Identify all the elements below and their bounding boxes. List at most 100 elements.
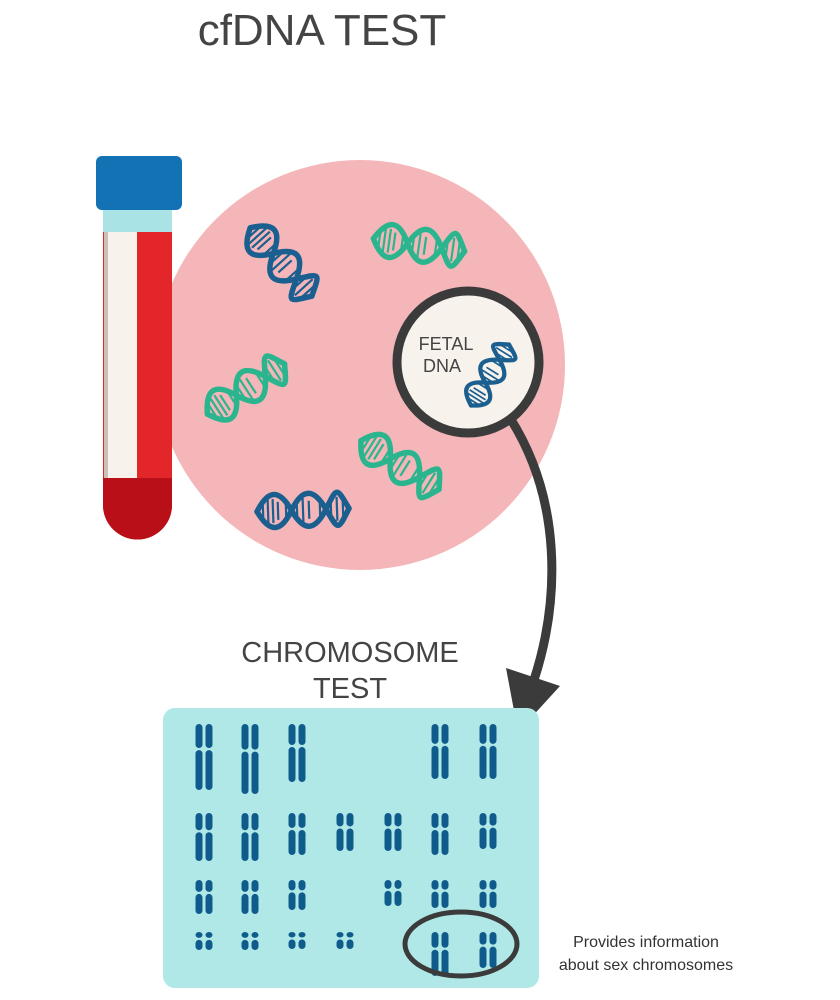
chromosome-icon — [346, 813, 354, 827]
chromosome-icon — [241, 724, 249, 750]
chromosome-icon — [441, 949, 449, 976]
chromosome-icon — [205, 939, 213, 950]
fetal-dna-label-line2: DNA — [423, 356, 461, 376]
chromosome-icon — [489, 827, 497, 849]
chromosome-icon — [431, 829, 439, 855]
chromosome-icon — [195, 932, 203, 938]
chromosome-icon — [431, 745, 439, 779]
chromosome-icon — [195, 724, 203, 749]
chromosome-icon — [346, 828, 354, 851]
chromosome-icon — [431, 724, 439, 744]
blood-tube-icon — [96, 156, 182, 540]
chromosome-icon — [346, 939, 354, 949]
chromosome-icon — [251, 724, 259, 750]
chromosome-icon — [489, 880, 497, 890]
chromosome-icon — [241, 880, 249, 892]
chromosome-icon — [288, 939, 296, 949]
chromosome-icon — [251, 880, 259, 892]
chromosome-icon — [288, 724, 296, 746]
chromosome-icon — [346, 932, 354, 938]
chromosome-icon — [431, 880, 439, 890]
chromosome-icon — [298, 829, 306, 855]
chromosome-icon — [205, 880, 213, 892]
chromosome-icon — [251, 939, 259, 950]
chromosome-icon — [394, 880, 402, 889]
chromosome-icon — [205, 813, 213, 831]
chromosome-icon — [298, 813, 306, 828]
chromosome-icon — [479, 946, 487, 968]
chromosome-icon — [288, 892, 296, 910]
page-title: cfDNA TEST — [198, 6, 447, 55]
chromosome-icon — [241, 893, 249, 914]
chromosome-icon — [195, 880, 203, 892]
chromosome-icon — [336, 828, 344, 851]
chromosome-icon — [205, 750, 213, 790]
chromosome-icon — [394, 813, 402, 827]
chromosome-icon — [479, 813, 487, 826]
chromosome-icon — [241, 932, 249, 938]
chromosome-icon — [251, 832, 259, 861]
chromosome-icon — [384, 813, 392, 827]
plasma-circle — [155, 160, 565, 570]
sex-chromosome-note-line2: about sex chromosomes — [559, 957, 733, 974]
chromosome-icon — [384, 890, 392, 906]
chromosome-icon — [394, 828, 402, 851]
chromosome-icon — [479, 827, 487, 849]
chromosome-icon — [205, 893, 213, 914]
magnifier-icon: FETAL DNA — [392, 286, 544, 438]
chromosome-icon — [431, 813, 439, 828]
chromosome-icon — [441, 829, 449, 855]
chromosome-icon — [489, 946, 497, 968]
chromosome-icon — [441, 745, 449, 779]
chromosome-icon — [298, 892, 306, 910]
chromosome-icon — [241, 751, 249, 794]
chromosome-icon — [205, 832, 213, 861]
chromosome-icon — [489, 724, 497, 744]
sex-chromosomes-highlight — [402, 909, 520, 979]
chromosome-icon — [241, 813, 249, 831]
chromosome-icon — [431, 932, 439, 948]
chromosome-icon — [384, 880, 392, 889]
chromosome-icon — [251, 813, 259, 831]
chromosome-icon — [489, 745, 497, 779]
chromosome-icon — [479, 745, 487, 779]
chromosome-icon — [479, 891, 487, 908]
chromosome-icon — [336, 813, 344, 827]
sex-chromosome-note-line1: Provides information — [573, 934, 719, 951]
chromosome-set — [195, 724, 497, 976]
chromosome-icon — [441, 932, 449, 948]
chromosome-icon — [195, 939, 203, 950]
chromosome-icon — [336, 939, 344, 949]
chromosome-icon — [251, 893, 259, 914]
chromosome-icon — [298, 724, 306, 746]
chromosome-icon — [288, 932, 296, 938]
chromosome-icon — [195, 893, 203, 914]
chromosome-icon — [441, 891, 449, 908]
fetal-dna-label-line1: FETAL — [419, 334, 474, 354]
chromosome-icon — [241, 832, 249, 861]
chromosome-icon — [288, 747, 296, 782]
chromosome-icon — [251, 932, 259, 938]
chromosome-icon — [288, 880, 296, 891]
chromosome-icon — [195, 832, 203, 861]
chromosome-icon — [205, 932, 213, 938]
chromosome-icon — [288, 813, 296, 828]
chromosome-icon — [298, 932, 306, 938]
chromosome-icon — [195, 750, 203, 790]
chromosome-icon — [441, 724, 449, 744]
chromosome-icon — [241, 939, 249, 950]
chromosome-icon — [431, 891, 439, 908]
chromosome-icon — [489, 813, 497, 826]
chromosome-test-title-line1: CHROMOSOME — [241, 637, 459, 669]
chromosome-icon — [479, 880, 487, 890]
chromosome-icon — [195, 813, 203, 831]
chromosome-icon — [205, 724, 213, 749]
chromosome-icon — [441, 880, 449, 890]
chromosome-icon — [489, 932, 497, 945]
chromosome-icon — [298, 880, 306, 891]
chromosome-icon — [384, 828, 392, 851]
chromosome-icon — [336, 932, 344, 938]
chromosome-icon — [394, 890, 402, 906]
chromosome-test-title-line2: TEST — [313, 673, 387, 705]
